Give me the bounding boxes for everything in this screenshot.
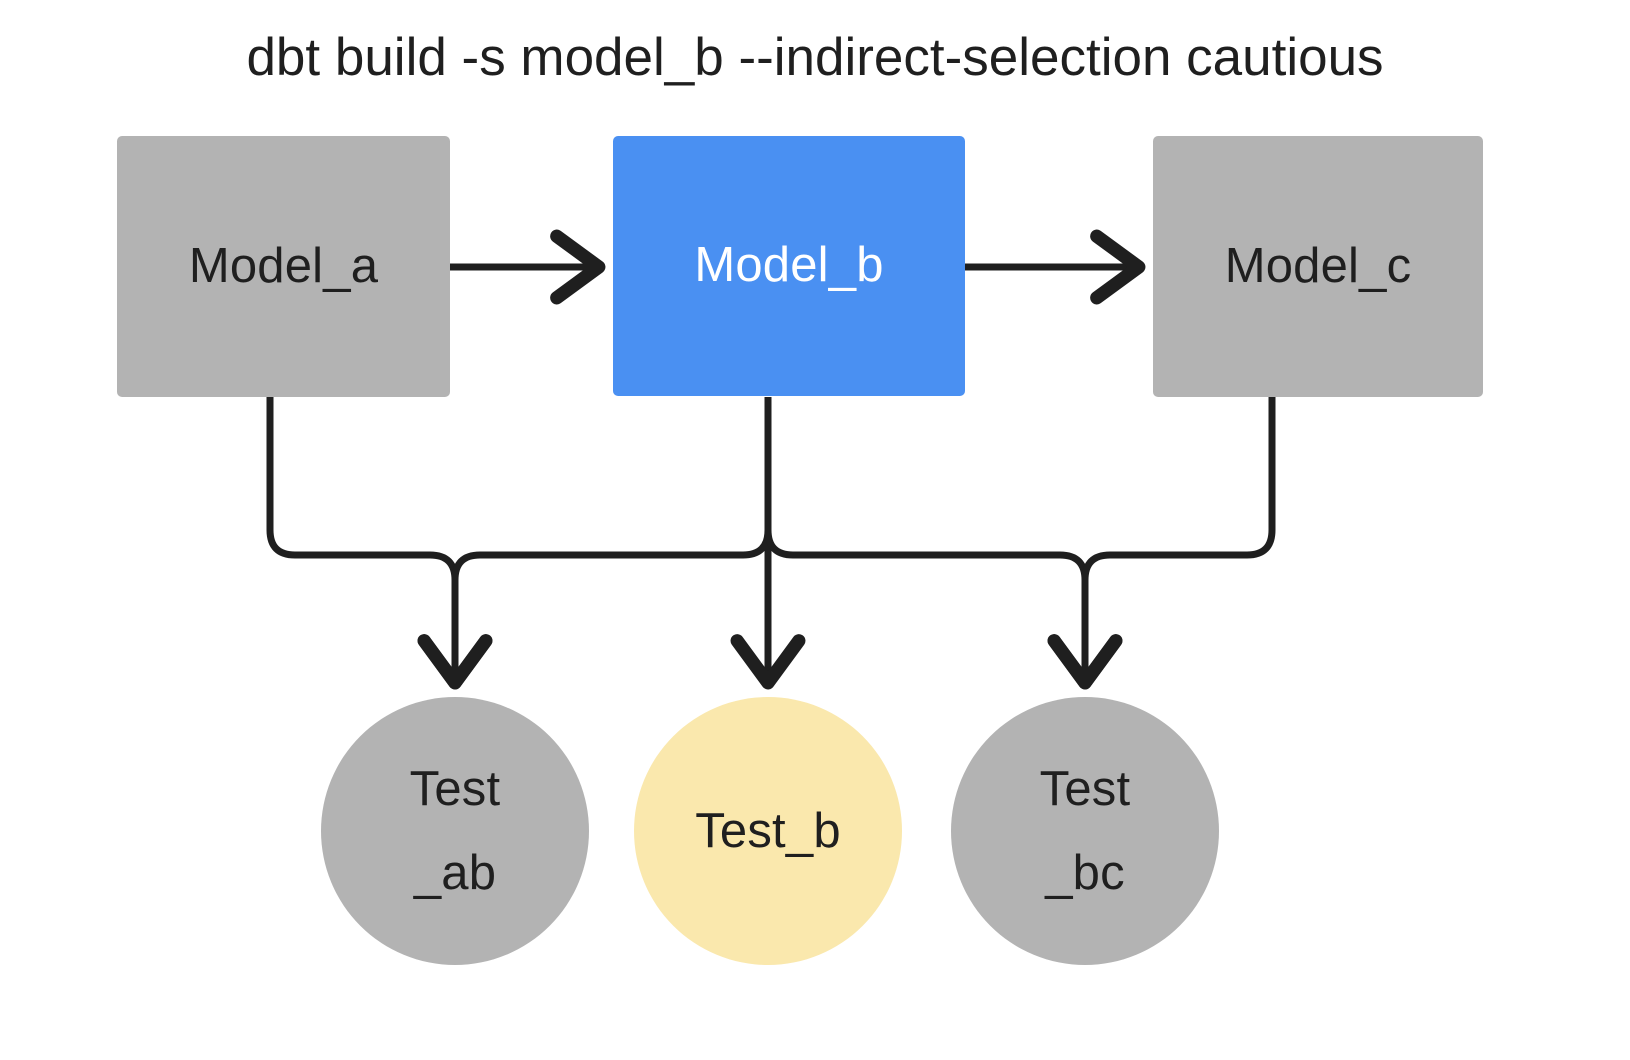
node-model-c-label: Model_c [1224,238,1412,293]
edge-model-c-to-test-bc [1047,397,1276,690]
node-test-b[interactable]: Test_b [634,697,902,965]
node-test-ab[interactable]: Test _ab [321,697,589,965]
node-model-a-label: Model_a [188,238,379,293]
node-model-a[interactable]: Model_a [117,136,450,397]
node-test-bc[interactable]: Test _bc [951,697,1219,965]
edge-model-a-to-test-ab [266,397,493,690]
diagram-title: dbt build -s model_b --indirect-selectio… [246,28,1384,87]
node-test-bc-label: Test _bc [1039,761,1131,900]
node-model-b[interactable]: Model_b [613,136,965,396]
edge-model-b-to-test-bc [764,397,1123,690]
node-model-b-label: Model_b [694,238,884,293]
node-model-c[interactable]: Model_c [1153,136,1483,397]
node-test-ab-label: Test _ab [409,761,501,900]
node-test-b-label: Test_b [695,803,841,858]
edge-model-b-to-test-ab [417,397,772,690]
